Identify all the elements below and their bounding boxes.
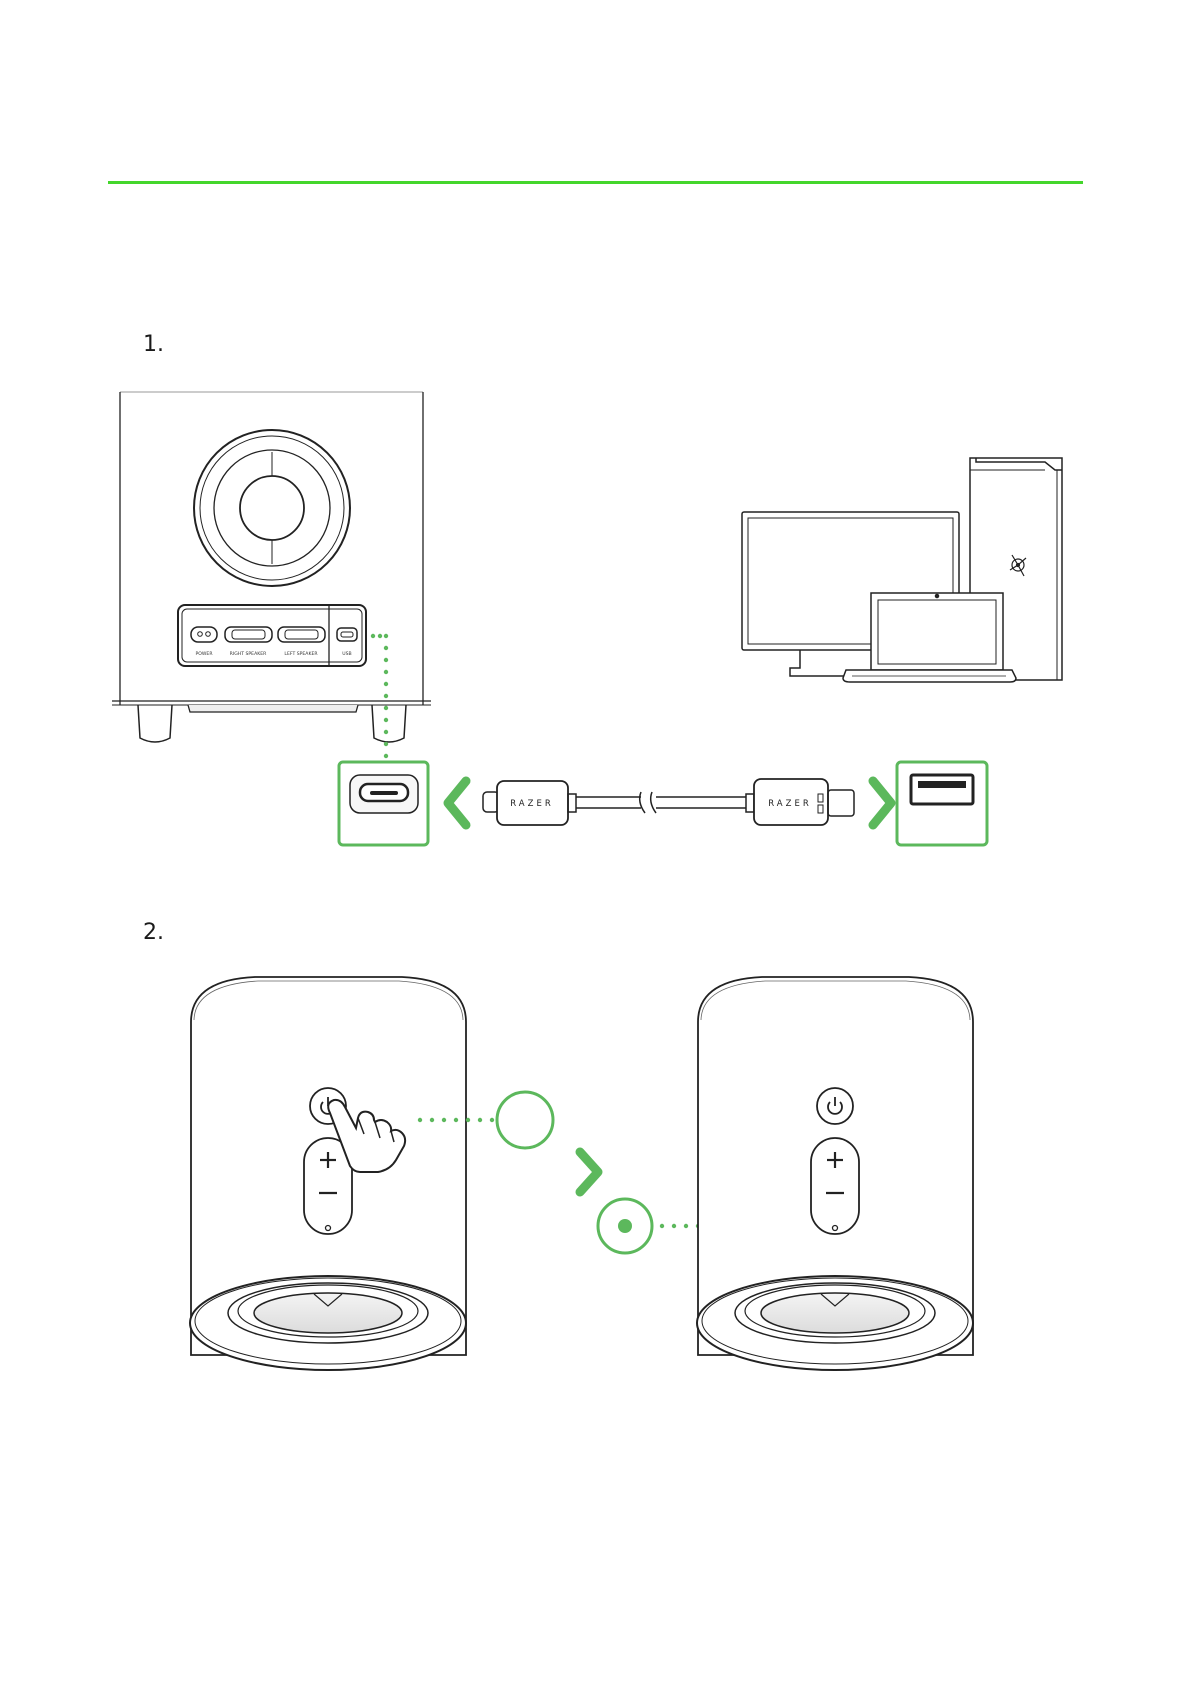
usb-c-port-box bbox=[339, 762, 428, 845]
right-speaker-port-label: RIGHT SPEAKER bbox=[230, 651, 267, 657]
usb-port-label: USB bbox=[342, 651, 351, 657]
woofer-cone bbox=[194, 430, 350, 586]
press-indicator-circle bbox=[497, 1092, 553, 1148]
chevron-icon-left bbox=[448, 781, 466, 825]
power-port-label: POWER bbox=[195, 651, 213, 657]
usb-a-port-box bbox=[897, 762, 987, 845]
subwoofer-foot-right bbox=[372, 705, 406, 742]
usb-a-plug-tip bbox=[828, 790, 854, 816]
cable-brand-label-right: RAZER bbox=[768, 799, 811, 809]
usb-leader-dots bbox=[371, 634, 388, 770]
usb-c-small-port-icon bbox=[337, 628, 357, 641]
usb-a-port-icon bbox=[911, 775, 973, 804]
power-port-icon bbox=[191, 627, 217, 642]
subwoofer-foot-left bbox=[138, 705, 172, 742]
laptop bbox=[871, 593, 1003, 670]
subwoofer bbox=[112, 392, 431, 742]
led-on-dot bbox=[618, 1219, 632, 1233]
chevron-icon-right bbox=[873, 781, 891, 825]
pc-setup bbox=[742, 458, 1062, 682]
speaker-right bbox=[697, 977, 973, 1370]
left-speaker-port-label: LEFT SPEAKER bbox=[284, 651, 318, 657]
speaker-left bbox=[190, 977, 466, 1370]
chevron-icon-step2 bbox=[580, 1152, 598, 1192]
cable-brand-label-left: RAZER bbox=[510, 799, 553, 809]
usb-c-port-icon bbox=[350, 775, 418, 813]
